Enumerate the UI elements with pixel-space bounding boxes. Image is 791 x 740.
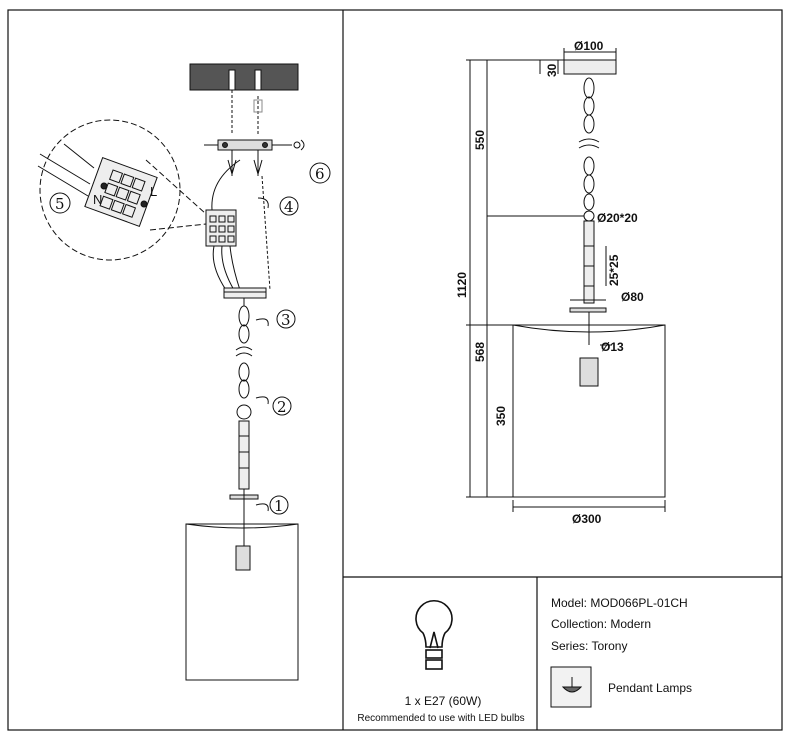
shade [185, 523, 299, 681]
bulb-spec: 1 x E27 (60W) [404, 694, 482, 708]
step-6-label: 6 [315, 165, 325, 183]
bulb-icon [415, 599, 453, 670]
chain-upper [235, 298, 253, 399]
terminal-label-n: N [93, 192, 102, 207]
step-1-label: 1 [274, 497, 284, 515]
step-5-label: 5 [55, 195, 65, 213]
bulb-note: Recommended to use with LED bulbs [357, 713, 525, 724]
dim-canopy-diameter: Ø100 [574, 39, 604, 53]
product-model: Model: MOD066PL-01CH [551, 596, 688, 610]
dim-shade-diameter: Ø300 [572, 512, 602, 526]
tube-rod [238, 420, 250, 490]
dim-tube: 25*25 [607, 254, 621, 286]
frame [7, 9, 783, 731]
dim-cap-diameter: Ø80 [621, 290, 644, 304]
dim-socket-diameter: Ø13 [601, 340, 624, 354]
pendant-lamp-icon [550, 666, 592, 708]
step-4-label: 4 [284, 198, 294, 216]
dim-canopy-height: 30 [545, 63, 559, 77]
chain-dim [578, 77, 600, 211]
dim-shade-height: 350 [494, 406, 508, 426]
dim-connector: Ø20*20 [597, 211, 638, 225]
terminal-block [205, 209, 237, 247]
canopy [223, 287, 267, 299]
dim-lower-height: 568 [473, 342, 487, 362]
rotation-arrows [255, 197, 269, 512]
installation-diagram [37, 63, 305, 681]
terminal-detail [37, 119, 207, 261]
step-2-label: 2 [277, 398, 287, 416]
terminal-label-l: L [150, 184, 157, 199]
step-3-label: 3 [281, 311, 291, 329]
dim-total-height: 1120 [455, 272, 469, 298]
product-category: Pendant Lamps [608, 681, 693, 695]
mounting-bracket [204, 139, 305, 176]
product-series: Series: Torony [551, 639, 628, 653]
ceiling-block [189, 63, 299, 91]
dim-chain-length: 550 [473, 130, 487, 150]
step-markers [49, 162, 331, 515]
dimension-drawing [466, 48, 666, 512]
product-collection: Collection: Modern [551, 617, 652, 631]
